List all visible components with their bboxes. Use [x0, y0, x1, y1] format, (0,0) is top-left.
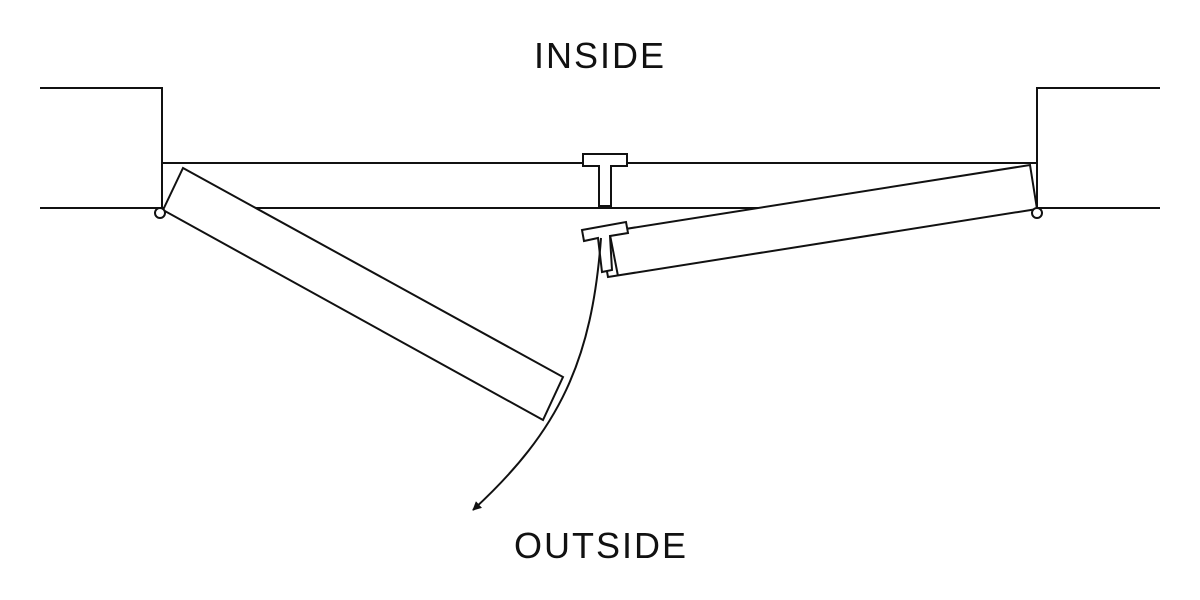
center-t-stop [582, 153, 628, 207]
right-door-leaf [598, 163, 1039, 279]
outside-label: OUTSIDE [513, 525, 689, 566]
left-door-leaf [161, 166, 565, 422]
right-wall [1036, 87, 1160, 209]
inside-label: INSIDE [533, 35, 667, 76]
right-leaf-t-stop [580, 220, 630, 274]
right-hinge-pivot [1031, 207, 1043, 219]
left-hinge-pivot [154, 207, 166, 219]
left-wall [40, 87, 163, 209]
swing-arc-arrow [472, 237, 602, 511]
